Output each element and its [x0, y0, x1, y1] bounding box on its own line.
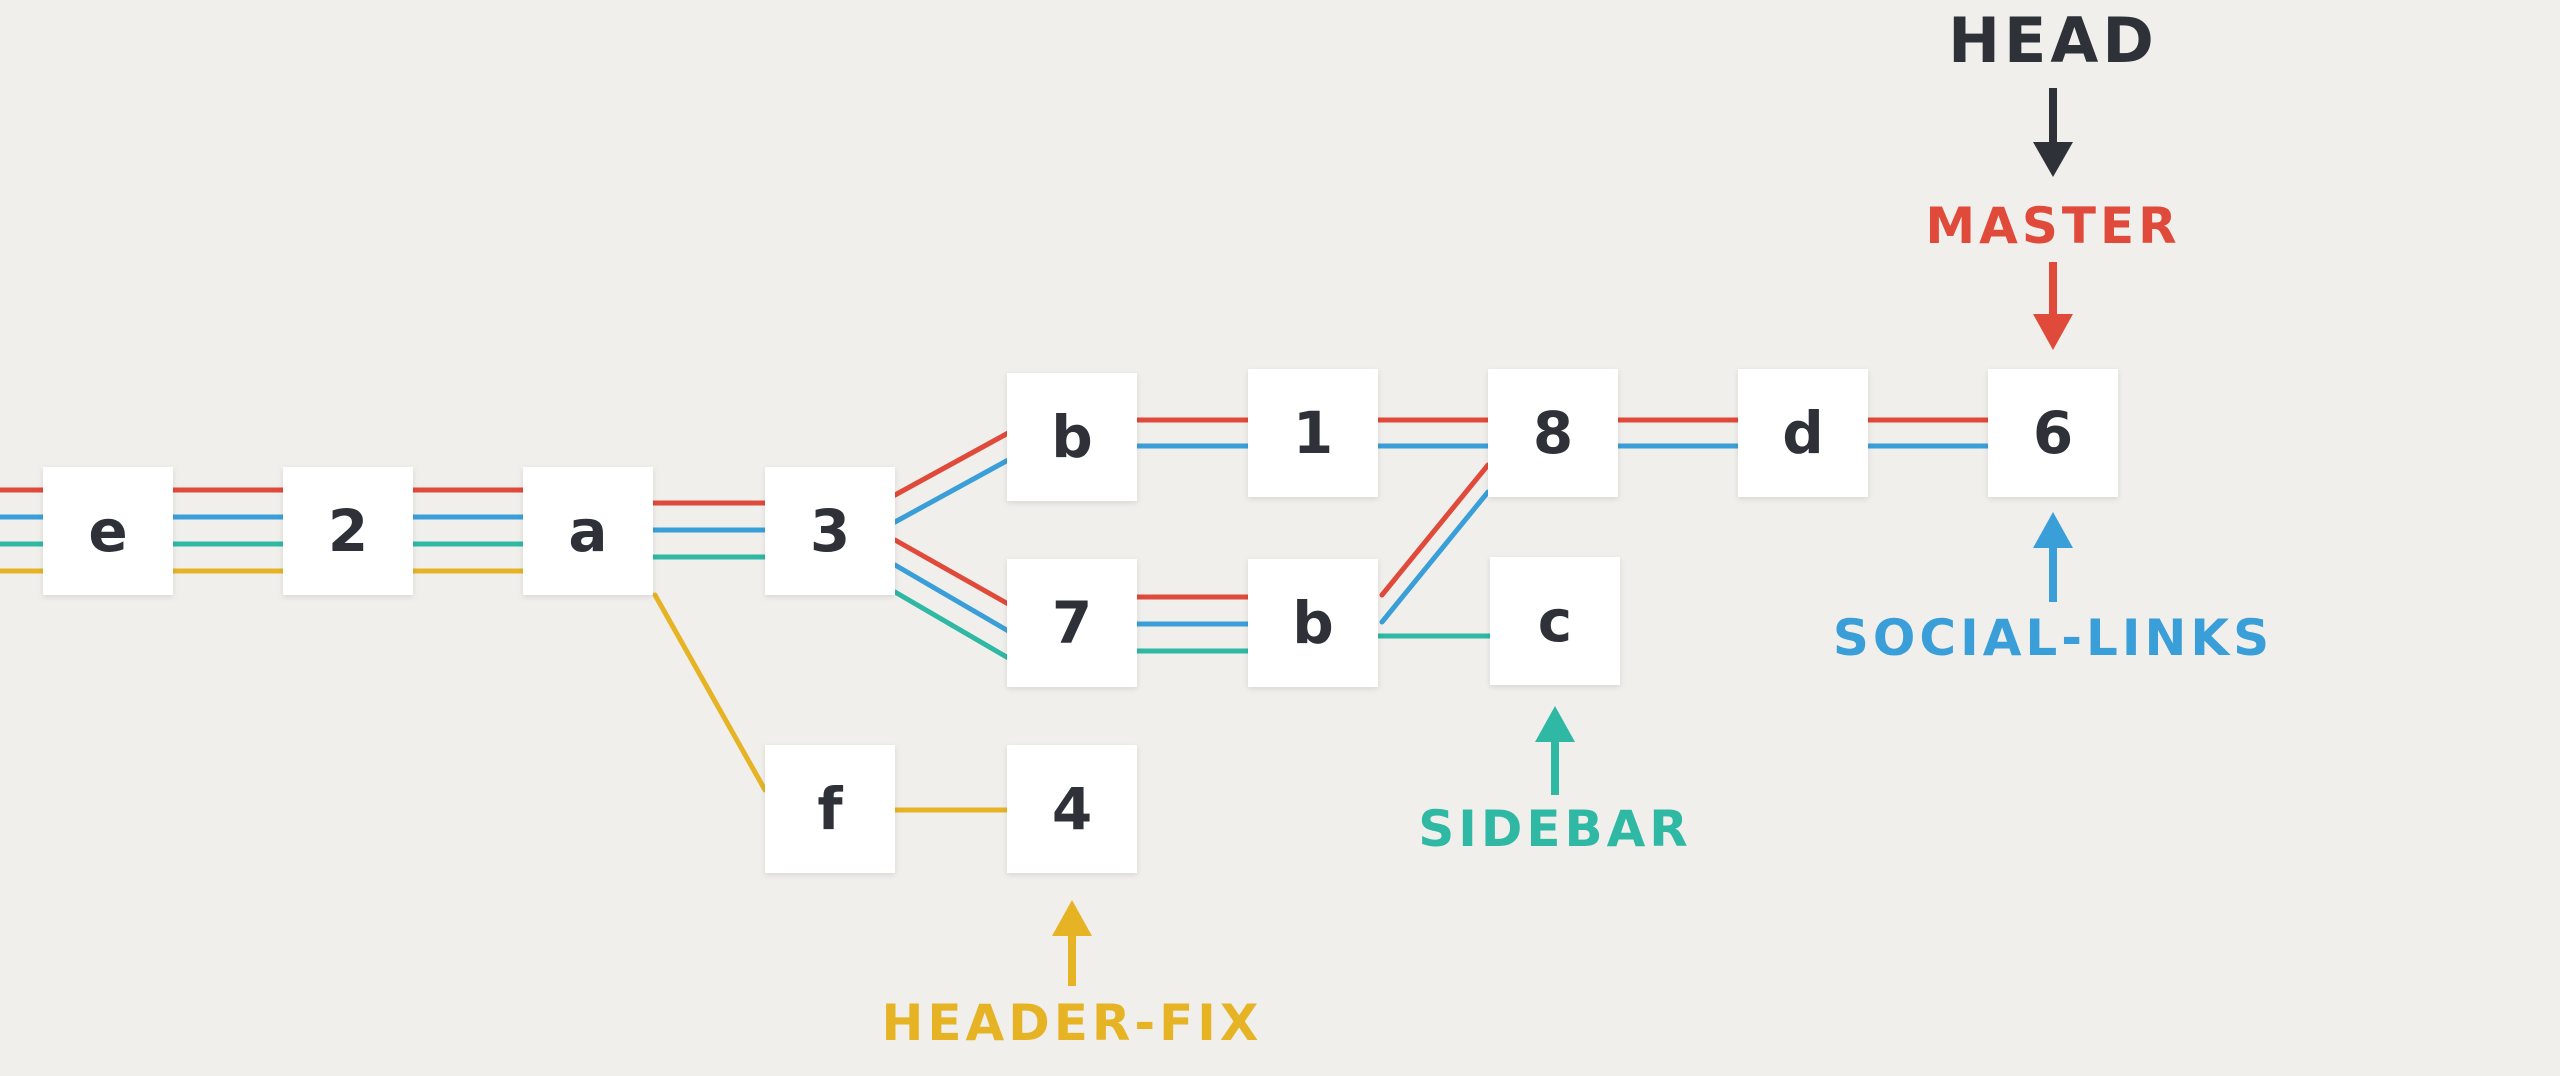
social-links-label: SOCIAL-LINKS	[1833, 609, 2273, 667]
edge-master-b-8	[1379, 462, 1491, 598]
commit-label: b	[1051, 403, 1093, 471]
branch-pointers: HEAD MASTER SOCIAL-LINKS SIDEBAR HEADER-	[882, 4, 2273, 1052]
commit-node[interactable]: 4	[1007, 745, 1137, 873]
commit-node[interactable]: 7	[1007, 559, 1137, 687]
commit-nodes: e 2 a 3 b 1 8 d	[43, 369, 2118, 873]
edge-sidebar-3-7	[892, 589, 1013, 662]
head-arrow-icon	[2033, 88, 2073, 177]
commit-label: b	[1292, 589, 1334, 657]
commit-node[interactable]: 2	[283, 467, 413, 595]
commit-label: a	[568, 497, 607, 565]
commit-node[interactable]: f	[765, 745, 895, 873]
master-arrow-icon	[2033, 262, 2073, 350]
commit-label: 6	[2033, 399, 2073, 467]
edge-social-3-b	[892, 456, 1013, 525]
commit-label: c	[1538, 587, 1572, 655]
master-label: MASTER	[1925, 197, 2180, 255]
edge-master-3-7	[892, 537, 1013, 608]
head-label: HEAD	[1948, 4, 2158, 77]
commit-node[interactable]: 8	[1488, 369, 1618, 497]
commit-label: 2	[328, 497, 368, 565]
commit-node[interactable]: 3	[765, 467, 895, 595]
commit-label: 4	[1052, 775, 1092, 843]
commit-label: f	[817, 775, 843, 843]
commit-node[interactable]: e	[43, 467, 173, 595]
commit-node[interactable]: c	[1490, 557, 1620, 685]
header-fix-label: HEADER-FIX	[882, 994, 1263, 1052]
commit-node[interactable]: b	[1248, 559, 1378, 687]
sidebar-arrow-icon	[1535, 706, 1575, 795]
commit-label: 3	[810, 497, 850, 565]
commit-label: 8	[1533, 399, 1573, 467]
commit-label: d	[1782, 399, 1824, 467]
commit-node[interactable]: b	[1007, 373, 1137, 501]
edge-headerfix-a-f	[652, 592, 768, 793]
commit-node[interactable]: d	[1738, 369, 1868, 497]
social-links-arrow-icon	[2033, 512, 2073, 602]
branch-edges	[0, 417, 1993, 813]
edge-social-3-7	[892, 562, 1013, 635]
commit-label: 1	[1293, 399, 1333, 467]
edge-social-b-8	[1379, 489, 1491, 625]
commit-node[interactable]: 1	[1248, 369, 1378, 497]
header-fix-arrow-icon	[1052, 900, 1092, 986]
commit-label: e	[88, 497, 127, 565]
edge-master-3-b	[892, 429, 1013, 498]
commit-label: 7	[1052, 589, 1092, 657]
sidebar-label: SIDEBAR	[1418, 800, 1692, 858]
commit-node[interactable]: a	[523, 467, 653, 595]
commit-node[interactable]: 6	[1988, 369, 2118, 497]
